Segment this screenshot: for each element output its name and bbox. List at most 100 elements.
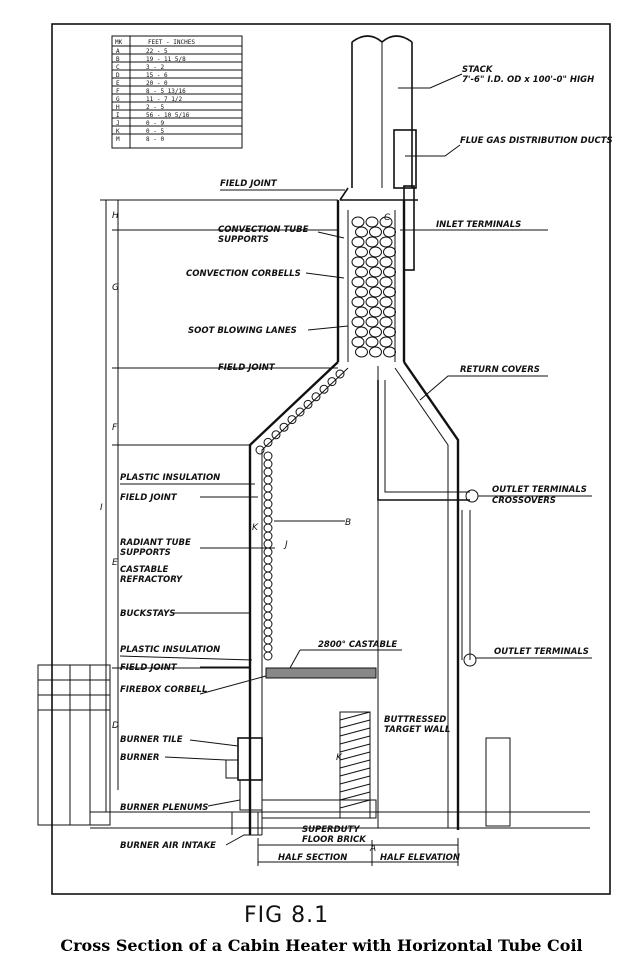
hatch-line [339,799,371,809]
figure-label: FIG 8.1 [244,903,329,928]
dim-k2: K [336,753,343,763]
dim-f: F [112,423,118,433]
radiant-tube [263,595,273,605]
table-value: 2 - 5 [146,104,164,111]
convection-tube [379,216,393,228]
convection-tube [369,346,382,358]
convection-tube [383,266,396,278]
label-plastic-insulation-1: PLASTIC INSULATION [120,473,220,483]
label-castable-refractory: CASTABLE [120,565,169,575]
radiant-tube [263,507,273,517]
hatch-line [339,783,371,793]
hatch-line [339,735,371,745]
convection-tube [383,306,396,318]
hatch-line [339,791,371,801]
dim-c: C [384,213,391,223]
radiant-tube [263,475,273,485]
table-value: 15 - 6 [146,72,168,79]
radiant-tube [279,422,289,432]
label-convection-tube-supports: CONVECTION TUBE [218,225,309,235]
label-buckstays: BUCKSTAYS [120,609,175,619]
dim-b: B [345,518,351,528]
table-value: 8 - 5 13/16 [146,88,186,95]
convection-tube [379,336,393,348]
convection-tube [351,256,365,268]
convection-tube [383,246,396,258]
radiant-tube [263,499,273,509]
convection-tube [355,326,368,338]
label-half-elevation: HALF ELEVATION [380,853,460,863]
label-radiant-tube-supports: RADIANT TUBE [120,538,191,548]
convection-tube [383,346,396,358]
convection-tube [365,236,379,248]
radiant-tube [263,515,273,525]
radiant-tube [263,619,273,629]
radiant-tube [263,563,273,573]
label-buttressed: BUTTRESSED [384,715,446,725]
convection-tube [355,346,368,358]
label-field-joint-2: FIELD JOINT [218,363,276,373]
dim-g: G [112,283,119,293]
radiant-tube [303,399,313,409]
convection-tube [351,316,365,328]
label-convection-corbells: CONVECTION CORBELLS [186,269,301,279]
labels: STACK 7'-6" I.D. OD x 100'-0" HIGH FLUE … [119,65,613,851]
label-2800-castable: 2800° CASTABLE [318,640,397,650]
dim-e: E [112,558,118,568]
label-floor-brick: FLOOR BRICK [302,835,367,845]
label-burner: BURNER [120,753,159,763]
firebox [90,667,590,835]
label-flue-gas: FLUE GAS DISTRIBUTION DUCTS [460,136,613,146]
table-header-mk: MK [115,39,123,46]
convection-tube [351,236,365,248]
label-superduty: SUPERDUTY [302,825,360,835]
radiant-tube [263,627,273,637]
radiant-tube [263,467,273,477]
dim-i: I [100,503,103,513]
table-header-ft: FEET - INCHES [148,39,195,46]
convection-tube [365,256,379,268]
convection-tube [365,276,379,288]
table-value: 11 - 7 1/2 [146,96,183,103]
label-burner-tile: BURNER TILE [120,735,183,745]
convection-tube [379,296,393,308]
convection-tube [379,256,393,268]
radiant-tube [295,407,305,417]
hatch-line [339,767,371,777]
table-mark: I [116,112,120,119]
convection-tube [383,326,396,338]
convection-tube [369,266,382,278]
radiant-tube [319,384,329,394]
convection-tube [379,276,393,288]
dim-h: H [112,211,119,221]
dim-j: J [283,540,288,550]
title-block [37,664,111,826]
label-field-joint-3: FIELD JOINT [120,493,178,503]
convection-tube [369,226,382,238]
bottom-dimensions: HALF SECTION HALF ELEVATION [257,838,460,866]
label-stack-spec: 7'-6" I.D. OD x 100'-0" HIGH [462,75,594,85]
convection-tube [379,236,393,248]
convection-tube [379,316,393,328]
table-mark: A [116,48,120,55]
radiant-tube [271,430,281,440]
label-half-section: HALF SECTION [278,853,347,863]
table-value: 0 - 5 [146,128,164,135]
convection-tube [355,306,368,318]
radiant-tube [263,611,273,621]
convection-tube [369,306,382,318]
radiant-section [248,361,479,835]
radiant-tube [263,523,273,533]
radiant-tube [263,547,273,557]
radiant-tube [327,377,337,387]
drawing-border [51,23,611,895]
label-target-wall: TARGET WALL [384,725,450,735]
radiant-tube [263,635,273,645]
convection-tube [365,316,379,328]
radiant-tube [263,579,273,589]
radiant-tube [263,603,273,613]
hatch-line [339,759,371,769]
table-value: 19 - 11 5/8 [146,56,186,63]
table-mark: J [116,120,120,127]
convection-tube [351,336,365,348]
